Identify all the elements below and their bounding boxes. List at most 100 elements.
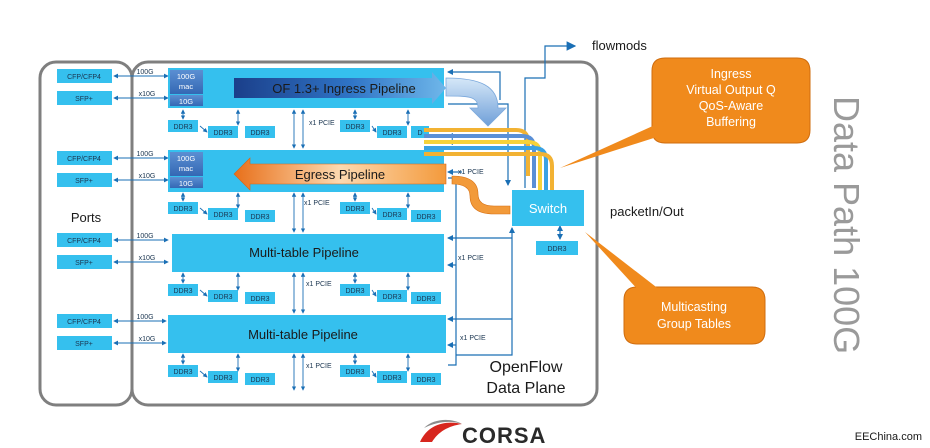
openflow-label: OpenFlow bbox=[490, 359, 563, 376]
ddr3-chip: DDR3 bbox=[173, 369, 192, 376]
ddr3-chip: D bbox=[417, 130, 422, 137]
port-sfp-2: SFP+ bbox=[57, 173, 112, 187]
port-group: CFP/CFP4 SFP+ CFP/CFP4 SFP+ Ports CFP/CF… bbox=[57, 69, 112, 350]
port-cfp-label: CFP/CFP4 bbox=[67, 238, 101, 245]
multi-table-pipeline-label: Multi-table Pipeline bbox=[248, 327, 358, 342]
ingress-module: 100G mac 10G OF 1.3+ Ingress Pipeline bbox=[168, 68, 446, 108]
ddr3-chip: DDR3 bbox=[213, 294, 232, 301]
port-sfp-4: SFP+ bbox=[57, 336, 112, 350]
port-sfp-label: SFP+ bbox=[75, 96, 93, 103]
port-cfp-1: CFP/CFP4 bbox=[57, 69, 112, 83]
ddr3-chip: DDR3 bbox=[250, 296, 269, 303]
switch-module: Switch DDR3 bbox=[512, 190, 584, 255]
logo-text: CORSA bbox=[462, 423, 546, 448]
speed-label: 100G bbox=[136, 233, 153, 240]
pcie-label: x1 PCIE bbox=[306, 363, 332, 370]
ddr3-chip: DDR3 bbox=[382, 212, 401, 219]
port-cfp-label: CFP/CFP4 bbox=[67, 156, 101, 163]
port-sfp-label: SFP+ bbox=[75, 341, 93, 348]
logo-swoosh bbox=[420, 422, 462, 442]
ddr3-chip: DDR3 bbox=[382, 375, 401, 382]
pcie-label: x1 PCIE bbox=[306, 281, 332, 288]
mac-label: 10G bbox=[179, 179, 193, 188]
ddr3-chip: DDR3 bbox=[382, 130, 401, 137]
callout-line: Virtual Output Q bbox=[686, 83, 776, 97]
ddr3-chip: DDR3 bbox=[173, 288, 192, 295]
ddr3-chip: DDR3 bbox=[250, 214, 269, 221]
mac-label: 100G bbox=[177, 72, 196, 81]
ddr3-chip: DDR3 bbox=[213, 375, 232, 382]
multi-table-pipeline-label: Multi-table Pipeline bbox=[249, 245, 359, 260]
flowmods-label: flowmods bbox=[592, 38, 647, 53]
mac-label: 100G bbox=[177, 154, 196, 163]
port-cfp-label: CFP/CFP4 bbox=[67, 74, 101, 81]
ddr3-chip: DDR3 bbox=[416, 296, 435, 303]
pcie-label: x1 PCIE bbox=[458, 255, 484, 262]
ddr3-chip: DDR3 bbox=[345, 288, 364, 295]
ddr3-chip: DDR3 bbox=[547, 246, 566, 253]
multicast-callout: Multicasting Group Tables bbox=[585, 232, 766, 345]
egress-pipeline-label: Egress Pipeline bbox=[295, 167, 385, 182]
callout-line: Buffering bbox=[706, 115, 756, 129]
ddr3-chip: DDR3 bbox=[345, 206, 364, 213]
packet-in-out-label: packetIn/Out bbox=[610, 204, 684, 219]
watermark: EEChina.com bbox=[855, 431, 922, 443]
port-cfp-3: CFP/CFP4 bbox=[57, 233, 112, 247]
ddr3-chip: DDR3 bbox=[416, 214, 435, 221]
data-path-title: Data Path 100G bbox=[826, 96, 867, 354]
mac-label: 10G bbox=[179, 97, 193, 106]
speed-label: x10G bbox=[139, 173, 156, 180]
egress-module: 100G mac 10G Egress Pipeline bbox=[168, 150, 447, 192]
speed-label: x10G bbox=[139, 336, 156, 343]
multi-table-module-1: Multi-table Pipeline bbox=[172, 234, 444, 272]
corsa-logo: CORSA bbox=[420, 419, 546, 448]
buffer-queues bbox=[424, 128, 554, 192]
memory-wiring bbox=[180, 109, 411, 391]
port-links bbox=[113, 73, 169, 346]
mac-label: mac bbox=[179, 164, 193, 173]
ddr3-chip: DDR3 bbox=[345, 369, 364, 376]
ddr3-chip: DDR3 bbox=[213, 212, 232, 219]
callout-line: QoS-Aware bbox=[699, 99, 763, 113]
ddr3-chip: DDR3 bbox=[213, 130, 232, 137]
logo-swoosh bbox=[424, 419, 462, 428]
speed-label: x10G bbox=[139, 91, 156, 98]
switch-label: Switch bbox=[529, 201, 567, 216]
ddr3-chip: DDR3 bbox=[382, 294, 401, 301]
callout-line: Multicasting bbox=[661, 300, 727, 314]
ports-title: Ports bbox=[71, 210, 102, 225]
port-cfp-2: CFP/CFP4 bbox=[57, 151, 112, 165]
speed-label: 100G bbox=[136, 151, 153, 158]
speed-label: x10G bbox=[139, 255, 156, 262]
ddr3-chip: DDR3 bbox=[173, 206, 192, 213]
speed-label: 100G bbox=[136, 69, 153, 76]
callout-line: Ingress bbox=[711, 67, 752, 81]
ddr3-row-2: DDR3 DDR3 DDR3 DDR3 DDR3 DDR3 x1 PCIE bbox=[168, 200, 441, 222]
port-sfp-1: SFP+ bbox=[57, 91, 112, 105]
ddr3-chip: DDR3 bbox=[250, 377, 269, 384]
ingress-arrow bbox=[234, 72, 446, 104]
ingress-callout: Ingress Virtual Output Q QoS-Aware Buffe… bbox=[560, 57, 811, 168]
ddr3-row-4: DDR3 DDR3 DDR3 DDR3 DDR3 DDR3 x1 PCIE bbox=[168, 363, 441, 385]
ddr3-row-3: DDR3 DDR3 DDR3 DDR3 DDR3 DDR3 x1 PCIE bbox=[168, 281, 441, 304]
ingress-pipeline-label: OF 1.3+ Ingress Pipeline bbox=[272, 81, 415, 96]
mac-label: mac bbox=[179, 82, 193, 91]
ddr3-row-1: DDR3 DDR3 DDR3 DDR3 DDR3 D x1 PCIE bbox=[168, 120, 429, 138]
ddr3-chip: DDR3 bbox=[345, 124, 364, 131]
data-plane-label: Data Plane bbox=[486, 380, 565, 397]
pcie-label: x1 PCIE bbox=[309, 120, 335, 127]
data-plane-frame bbox=[130, 60, 599, 407]
pcie-label: x1 PCIE bbox=[304, 200, 330, 207]
port-cfp-4: CFP/CFP4 bbox=[57, 314, 112, 328]
ingress-curve-arrow bbox=[445, 77, 507, 127]
callout-line: Group Tables bbox=[657, 317, 731, 331]
port-speed-labels: 100G x10G 100G x10G 100G x10G 100G x10G bbox=[136, 69, 155, 343]
speed-label: 100G bbox=[136, 314, 153, 321]
ddr3-chip: DDR3 bbox=[173, 124, 192, 131]
port-sfp-3: SFP+ bbox=[57, 255, 112, 269]
pcie-label: x1 PCIE bbox=[458, 169, 484, 176]
pcie-side-labels: x1 PCIE x1 PCIE x1 PCIE bbox=[458, 169, 486, 342]
port-sfp-label: SFP+ bbox=[75, 178, 93, 185]
port-sfp-label: SFP+ bbox=[75, 260, 93, 267]
